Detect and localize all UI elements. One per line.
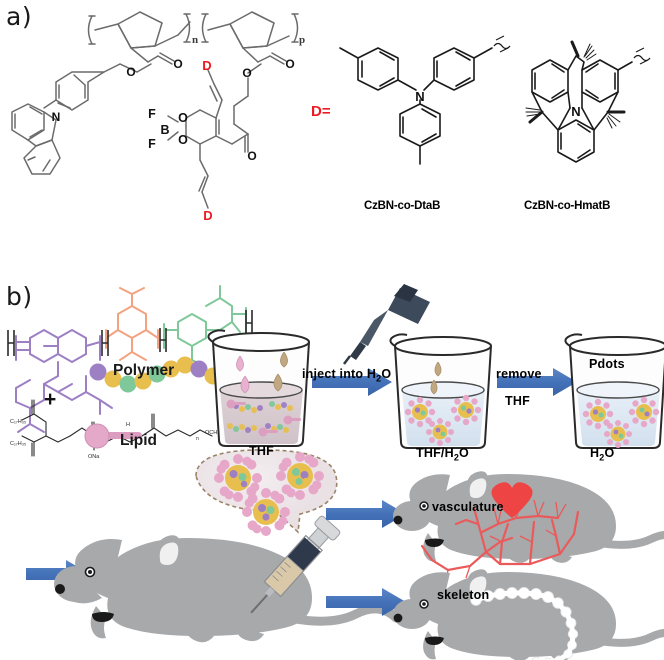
atom-label-hmat-n: N <box>571 104 580 119</box>
atom-label-boron: B <box>160 123 169 137</box>
polymer-subscript-p: p <box>299 34 305 46</box>
h2o-pre: H <box>590 446 600 460</box>
pdot-particles-h2o <box>582 396 660 448</box>
pdot-particles-thfh2o <box>404 394 482 446</box>
beaker-thf <box>207 329 310 447</box>
arrow-remove-thf <box>497 368 577 396</box>
beaker-h2o-pdots <box>564 333 664 449</box>
polymer-structure-cartoon <box>7 285 253 433</box>
mouse-vasculature <box>393 471 664 583</box>
atom-label-carbazole-n: N <box>52 110 61 124</box>
pdot-callout-particle-1 <box>214 454 262 502</box>
atom-label-fluorine-1: F <box>148 107 156 121</box>
atom-label-ester-o-1: O <box>126 65 135 79</box>
heart-icon <box>491 482 533 518</box>
lipid-nh-label: H <box>126 422 130 428</box>
polymer-subscript-n: n <box>192 34 198 46</box>
panel-b-scheme: C₁₇H₃₅ C₁₇H₃₅ ONa H n OCH₃ <box>7 284 664 660</box>
droplet-entering-2 <box>430 379 438 395</box>
compound-name-dtab: CzBN-co-DtaB <box>364 200 441 212</box>
pdot-callout-bubble <box>195 449 338 536</box>
arrow-label-vasculature: vasculature <box>432 500 504 514</box>
donor-equals-label: D= <box>311 103 331 120</box>
arrow-label-thf: THF <box>505 394 530 408</box>
inject-text-post: O <box>381 367 392 381</box>
lipid-n-subscript: n <box>196 436 199 442</box>
panel-a-structures: O O N n p <box>11 11 651 223</box>
donor-label-bottom: D <box>203 208 212 223</box>
syringe-icon <box>250 515 341 614</box>
atom-label-dta-n: N <box>415 89 424 104</box>
thfh2o-post: O <box>459 446 469 460</box>
arrow-label-inject: inject into H2O <box>302 367 391 384</box>
arrow-vasculature <box>326 500 406 528</box>
beaker-label-thf: THF <box>249 444 274 458</box>
mouse-skeleton <box>393 569 664 660</box>
lipid-chain-label-2: C₁₇H₃₅ <box>10 441 26 447</box>
pdot-callout-particle-3 <box>242 488 290 536</box>
atom-label-ester-o-2: O <box>242 66 251 80</box>
lipid-cartoon <box>84 423 142 449</box>
arrow-skeleton <box>326 588 406 616</box>
lipid-chain-label-1: C₁₇H₃₅ <box>10 419 26 425</box>
arrow-inject <box>312 368 392 396</box>
h2o-sub: 2 <box>599 452 605 463</box>
droplet-entering-1 <box>434 361 442 377</box>
arrow-label-skeleton: skeleton <box>437 588 490 602</box>
inject-text-pre: inject into H <box>302 367 377 381</box>
plus-sign: + <box>44 388 57 411</box>
polymer-label: Polymer <box>113 362 175 379</box>
thfh2o-pre: THF/H <box>416 446 454 460</box>
beaker-label-thf-h2o: THF/H2O <box>416 446 469 463</box>
inject-text-sub: 2 <box>376 373 382 384</box>
thfh2o-sub: 2 <box>453 452 460 463</box>
arrow-label-remove: remove <box>496 367 542 381</box>
atom-label-chelate-o-bottom: O <box>178 133 188 147</box>
atom-label-carbonyl-o-1: O <box>173 57 182 71</box>
lipid-ona-label: ONa <box>88 454 100 460</box>
droplets-thf <box>236 351 288 394</box>
atom-label-chelate-o-top: O <box>178 111 188 125</box>
compound-name-hmatb: CzBN-co-HmatB <box>524 200 611 212</box>
mouse-injection <box>54 535 401 643</box>
pipette-icon <box>343 284 430 365</box>
atom-label-carbonyl-o-2: O <box>285 57 294 71</box>
pdot-callout-particle-2 <box>276 452 324 500</box>
structure-dtab <box>339 47 493 165</box>
panel-label-a: a) <box>6 2 33 31</box>
beaker-thf-h2o <box>389 333 492 449</box>
atom-label-fluorine-2: F <box>148 137 156 151</box>
beaker-inner-label-pdots: Pdots <box>589 357 625 371</box>
h2o-post: O <box>604 446 615 460</box>
lipid-label: Lipid <box>120 432 158 449</box>
skeleton-spine-line <box>473 590 576 660</box>
structure-hmatb <box>525 40 633 163</box>
lipid-och3-label: OCH₃ <box>205 430 219 436</box>
donor-label-top: D <box>202 58 211 73</box>
panel-label-b: b) <box>6 282 33 311</box>
beaker-label-h2o: H2O <box>590 446 614 463</box>
polymer-chain-in-thf <box>233 403 263 413</box>
atom-label-ketone-o: O <box>247 149 256 163</box>
